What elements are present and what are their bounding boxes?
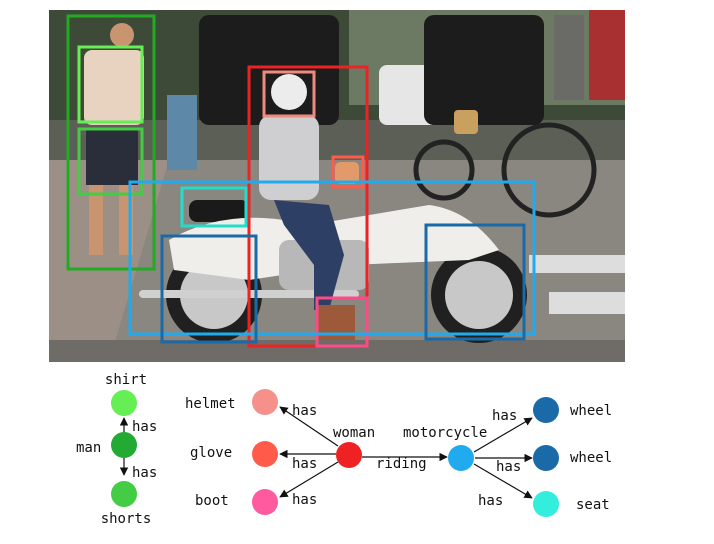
- man-shorts-shape: [86, 130, 138, 185]
- edge-woman-boot: [279, 461, 339, 498]
- node-motorcycle: [448, 445, 474, 471]
- man-head: [110, 23, 134, 47]
- edge-label-man-shorts: has: [132, 465, 157, 481]
- edge-label-woman-motorcycle: riding: [376, 456, 427, 472]
- node-label-wheel-2: wheel: [570, 450, 612, 466]
- edge-label-motorcycle-seat: has: [478, 493, 503, 509]
- box-man: [66, 14, 156, 271]
- box-woman: [247, 65, 369, 348]
- crosswalk-stripe: [549, 292, 625, 314]
- red-gate: [589, 10, 625, 100]
- edge-label-motorcycle-wheel2: has: [496, 459, 521, 475]
- node-label-man: man: [76, 440, 101, 456]
- edge-label-woman-glove: has: [292, 456, 317, 472]
- edge-label-woman-boot: has: [292, 492, 317, 508]
- crosswalk-stripe: [529, 255, 625, 273]
- edge-label-motorcycle-wheel1: has: [492, 408, 517, 424]
- box-rear-wheel: [160, 234, 258, 344]
- box-boot: [315, 296, 369, 348]
- scene-photo: [49, 10, 625, 362]
- node-man: [111, 432, 137, 458]
- box-motorcycle: [128, 180, 536, 336]
- edge-label-woman-helmet: has: [292, 403, 317, 419]
- box-front-wheel: [424, 223, 526, 341]
- node-shirt: [111, 390, 137, 416]
- man-leg: [89, 185, 103, 255]
- road-edge: [49, 340, 625, 362]
- rickshaw-left: [199, 15, 339, 125]
- scene-graph-svg: has has has has has riding has has has s…: [76, 372, 612, 527]
- basket: [454, 110, 478, 134]
- node-wheel-1: [533, 397, 559, 423]
- man-shirt-shape: [84, 50, 144, 125]
- moto-front-rim: [445, 261, 513, 329]
- node-label-seat: seat: [576, 497, 610, 513]
- node-label-helmet: helmet: [185, 396, 236, 412]
- woman-glove-shape: [335, 162, 359, 184]
- moto-seat-shape: [189, 200, 249, 222]
- rickshaw-right: [424, 15, 544, 125]
- box-glove: [331, 155, 365, 189]
- woman-helmet-shape: [271, 74, 307, 110]
- node-shorts: [111, 481, 137, 507]
- box-shorts: [77, 127, 144, 196]
- node-helmet: [252, 389, 278, 415]
- node-wheel-2: [533, 445, 559, 471]
- node-woman: [336, 442, 362, 468]
- node-label-wheel-1: wheel: [570, 403, 612, 419]
- edge-motorcycle-wheel1: [473, 417, 533, 453]
- scene-illustration: [49, 10, 625, 362]
- node-label-motorcycle: motorcycle: [403, 425, 487, 441]
- sidewalk: [49, 160, 169, 362]
- node-label-woman: woman: [333, 425, 375, 441]
- woman-top: [259, 115, 319, 200]
- edge-woman-helmet: [279, 406, 339, 447]
- box-seat: [180, 186, 248, 228]
- box-helmet: [262, 70, 316, 118]
- node-boot: [252, 489, 278, 515]
- scene-graph: has has has has has riding has has has s…: [0, 362, 714, 540]
- node-label-glove: glove: [190, 445, 232, 461]
- node-label-shorts: shorts: [101, 511, 152, 527]
- edge-label-man-shirt: has: [132, 419, 157, 435]
- node-label-shirt: shirt: [105, 372, 147, 388]
- node-label-boot: boot: [195, 493, 229, 509]
- node-seat: [533, 491, 559, 517]
- edge-motorcycle-seat: [473, 463, 533, 499]
- woman-jeans: [274, 200, 344, 310]
- box-shirt: [77, 45, 144, 124]
- rickshaw-wheel: [501, 122, 597, 218]
- rickshaw-wheel: [413, 139, 475, 201]
- stone-monument: [554, 15, 584, 100]
- node-glove: [252, 441, 278, 467]
- info-board: [167, 95, 197, 170]
